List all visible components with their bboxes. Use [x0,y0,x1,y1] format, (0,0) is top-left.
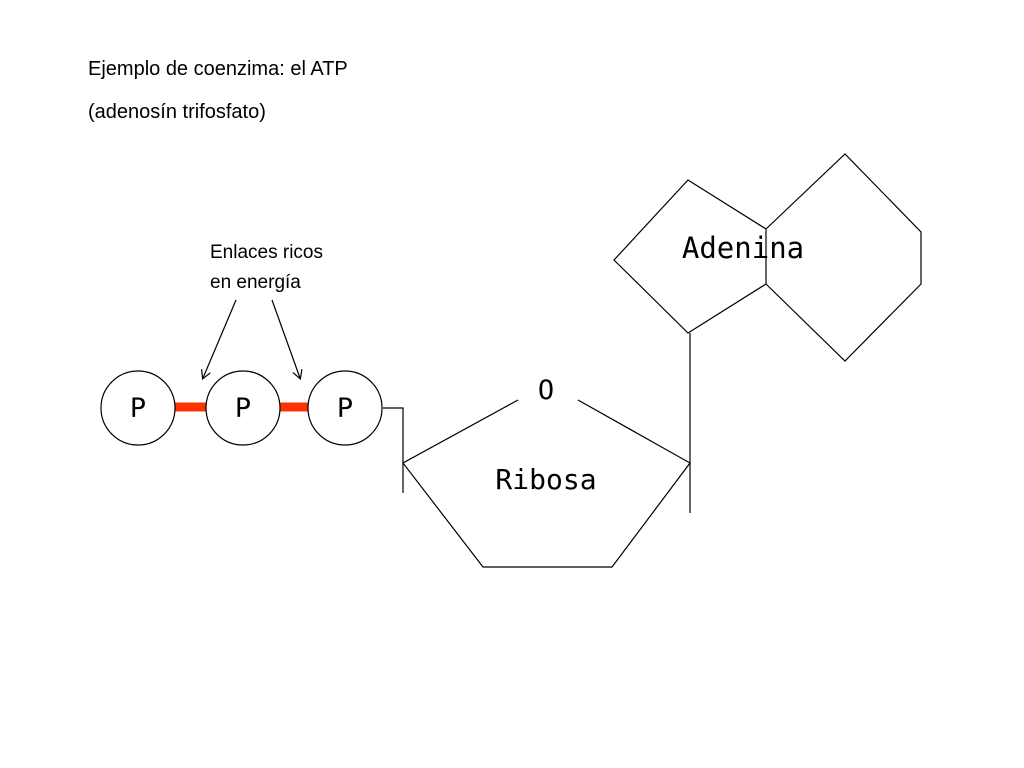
slide-title: Ejemplo de coenzima: el ATP [88,58,348,80]
arrow-to-bond-2 [271,299,300,378]
phosphate-circle [100,370,176,446]
phosphate-label: P [235,393,251,424]
phosphate-group-3: P [307,370,383,446]
phosphate-label: P [337,393,353,424]
energy-bonds-label-line2: en energía [210,272,301,293]
ribose-label: Ribosa [495,463,596,496]
ring-oxygen-label: O [538,375,554,406]
phosphate-label: P [130,393,146,424]
phosphate-group-2: P [205,370,281,446]
energy-bonds-label-line1: Enlaces ricos [210,242,323,263]
phosphate-circle [307,370,383,446]
phosphate-ribose-link [383,407,404,493]
adenine-label: Adenina [682,231,804,265]
arrow-to-bond-1 [203,299,237,378]
phosphate-group-1: P [100,370,176,446]
slide-subtitle: (adenosín trifosfato) [88,101,266,123]
adenine-ring-left [613,179,767,334]
adenine-ring-right [765,153,922,362]
ribose-ring [402,399,691,568]
phosphate-circle [205,370,281,446]
